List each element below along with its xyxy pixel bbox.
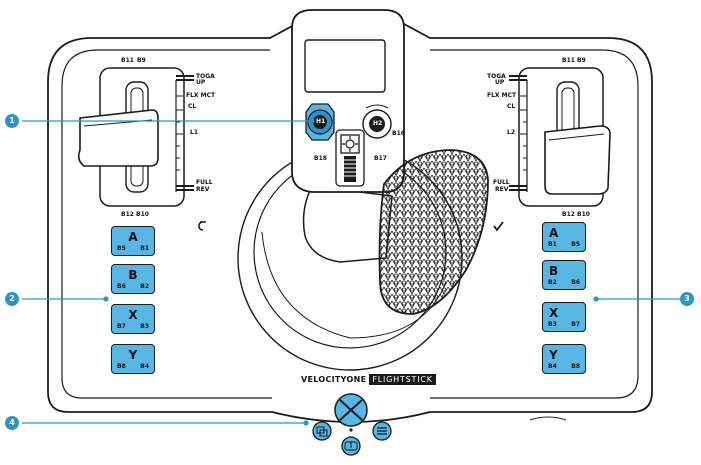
right-key-y-sub-left: B4 — [548, 363, 557, 370]
right-detent-toga: TOGA — [487, 73, 506, 80]
right-throttle-bottom-right-label: B10 — [577, 211, 590, 218]
hat-h2-label: H2 — [373, 120, 383, 127]
left-key-x-label: X — [128, 308, 138, 322]
palm-rest — [378, 149, 489, 315]
button-b17-label: B17 — [374, 155, 387, 162]
right-key-x-sub-right: B7 — [571, 321, 580, 328]
right-key-a[interactable]: A B1 B5 — [542, 222, 586, 252]
callout-2: 2 — [5, 292, 19, 306]
left-key-b[interactable]: B B6 B2 — [111, 264, 155, 294]
left-key-b-label: B — [128, 268, 138, 282]
left-throttle-lever — [77, 109, 159, 167]
right-key-b-sub-left: B2 — [548, 279, 557, 286]
left-key-a-label: A — [128, 230, 138, 244]
left-throttle-bottom-left-label: B12 — [121, 211, 134, 218]
left-throttle-top-left-label: B11 — [121, 57, 134, 64]
h1-hat-highlighted — [305, 103, 335, 141]
left-key-b-sub-right: B2 — [140, 283, 149, 290]
left-detent-l1: L1 — [190, 129, 198, 136]
right-detent-up: UP — [495, 79, 505, 86]
callout-3: 3 — [680, 292, 694, 306]
right-key-x[interactable]: X B3 B7 — [542, 302, 586, 332]
left-detent-full: FULL — [196, 179, 213, 186]
left-key-y-sub-right: B4 — [140, 363, 149, 370]
check-glyph-icon — [493, 221, 504, 232]
right-throttle-lever — [544, 125, 611, 195]
left-detent-flx: FLX MCT — [186, 92, 216, 99]
right-key-a-sub-right: B5 — [571, 241, 580, 248]
left-detent-rev: REV — [196, 186, 210, 193]
left-throttle-bottom-right-label: B10 — [136, 211, 149, 218]
button-b16-label: B16 — [392, 130, 405, 137]
left-throttle-top-right-label: B9 — [137, 57, 146, 64]
right-detent-rev: REV — [495, 186, 509, 193]
right-key-a-sub-left: B1 — [548, 241, 557, 248]
grip-display — [304, 39, 386, 93]
right-throttle-top-left-label: B11 — [562, 57, 575, 64]
brand-product: FLIGHTSTICK — [369, 374, 436, 385]
left-detent-cl: CL — [188, 103, 197, 110]
trim-hat-icon — [340, 134, 360, 154]
left-key-x-sub-left: B7 — [117, 323, 126, 330]
menu-button — [372, 421, 392, 441]
right-key-y-sub-right: B8 — [571, 363, 580, 370]
xbox-button — [334, 393, 368, 427]
right-key-a-label: A — [549, 226, 559, 240]
button-b18-label: B18 — [314, 155, 327, 162]
left-glyph-icon — [198, 221, 206, 231]
brand-name: VELOCITYONE — [301, 375, 367, 384]
right-key-y-label: Y — [549, 348, 558, 362]
left-detent-up: UP — [196, 79, 206, 86]
right-key-b[interactable]: B B2 B6 — [542, 260, 586, 290]
left-key-y-sub-left: B8 — [117, 363, 126, 370]
left-key-x-sub-right: B3 — [140, 323, 149, 330]
right-key-x-label: X — [549, 306, 559, 320]
left-key-a-sub-right: B1 — [140, 245, 149, 252]
hat-h1-label: H1 — [316, 118, 326, 125]
right-detent-flx: FLX MCT — [487, 92, 517, 99]
right-detent-full: FULL — [493, 179, 510, 186]
view-button — [312, 421, 332, 441]
left-key-x[interactable]: X B7 B3 — [111, 304, 155, 334]
left-key-y[interactable]: Y B8 B4 — [111, 344, 155, 374]
right-detent-l2: L2 — [507, 129, 515, 136]
left-key-b-sub-left: B6 — [117, 283, 126, 290]
inner-panel-outline — [61, 49, 639, 399]
scroll-wheel — [344, 156, 356, 182]
right-throttle-top-right-label: B9 — [577, 57, 586, 64]
right-key-x-sub-left: B3 — [548, 321, 557, 328]
left-key-a-sub-left: B5 — [117, 245, 126, 252]
callout-4: 4 — [5, 416, 19, 430]
left-key-y-label: Y — [128, 348, 138, 362]
right-detent-cl: CL — [507, 103, 516, 110]
right-key-y[interactable]: Y B4 B8 — [542, 344, 586, 374]
left-key-a[interactable]: A B5 B1 — [111, 226, 155, 256]
right-key-b-sub-right: B6 — [571, 279, 580, 286]
callout-1: 1 — [5, 114, 19, 128]
left-detent-toga: TOGA — [196, 73, 215, 80]
right-throttle-bottom-left-label: B12 — [562, 211, 575, 218]
right-key-b-label: B — [549, 264, 559, 278]
share-button — [341, 436, 361, 456]
